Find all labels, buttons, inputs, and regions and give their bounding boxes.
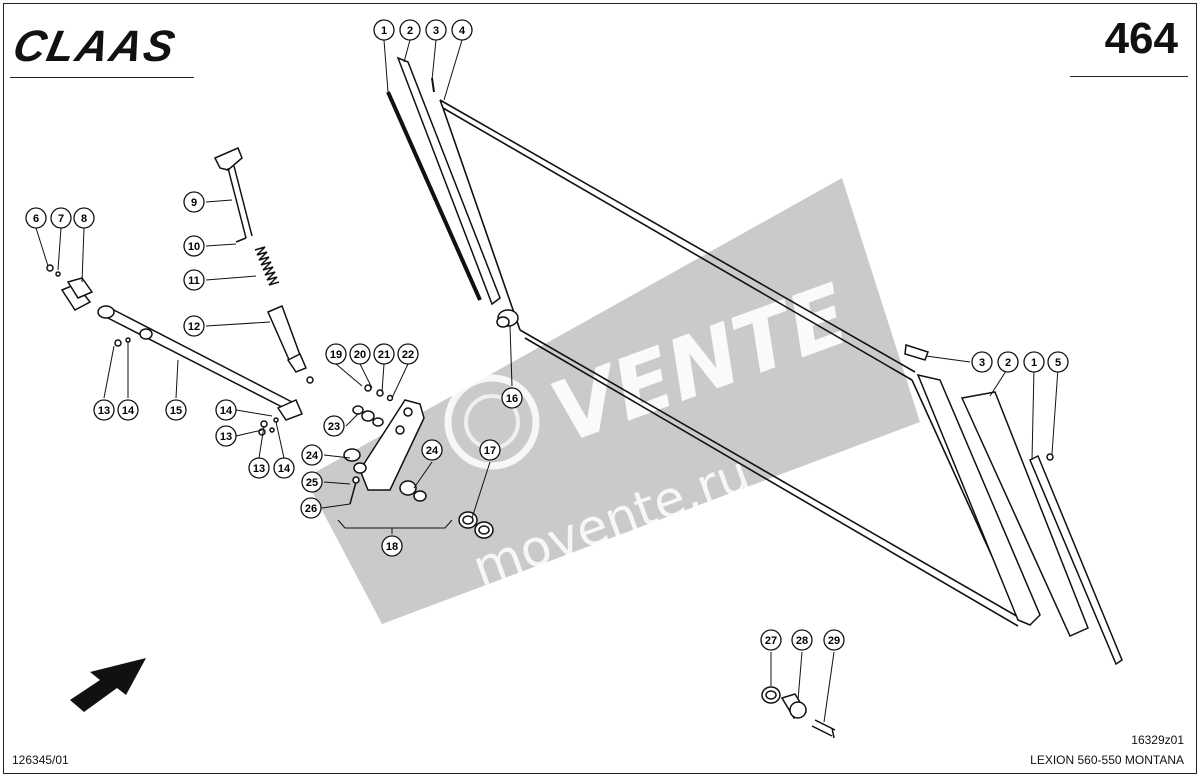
svg-text:5: 5 — [1055, 357, 1061, 369]
callout-13: 13 — [215, 425, 237, 447]
svg-text:24: 24 — [426, 445, 439, 457]
callout-24: 24 — [301, 444, 323, 466]
callout-21: 21 — [373, 343, 395, 365]
callout-14: 14 — [215, 399, 237, 421]
page-number: 464 — [1104, 14, 1178, 63]
callout-24: 24 — [421, 439, 443, 461]
shaft-15 — [46, 264, 303, 436]
callout-3-top: 3 — [425, 19, 447, 41]
callout-2: 2 — [997, 351, 1019, 373]
svg-text:22: 22 — [402, 349, 414, 361]
callout-14: 14 — [273, 457, 295, 479]
svg-text:14: 14 — [220, 405, 233, 417]
svg-text:3: 3 — [433, 25, 439, 37]
bolt-set-27-29 — [761, 686, 836, 739]
svg-text:14: 14 — [122, 405, 135, 417]
direction-arrow — [70, 658, 146, 712]
callout-25: 25 — [301, 471, 323, 493]
svg-text:16: 16 — [506, 393, 518, 405]
callout-13: 13 — [248, 457, 270, 479]
svg-text:13: 13 — [98, 405, 110, 417]
callout-5: 5 — [1047, 351, 1069, 373]
svg-text:10: 10 — [188, 241, 200, 253]
callout-1-top: 1 — [373, 19, 395, 41]
callout-26: 26 — [300, 497, 322, 519]
callout-9: 9 — [183, 191, 205, 213]
svg-text:2: 2 — [407, 25, 413, 37]
callout-27: 27 — [760, 629, 782, 651]
svg-text:3: 3 — [979, 357, 985, 369]
svg-text:11: 11 — [188, 275, 200, 287]
callout-3: 3 — [971, 351, 993, 373]
callout-10: 10 — [183, 235, 205, 257]
svg-text:20: 20 — [354, 349, 366, 361]
svg-text:1: 1 — [1031, 357, 1037, 369]
callout-23: 23 — [323, 415, 345, 437]
svg-text:17: 17 — [484, 445, 496, 457]
svg-text:13: 13 — [253, 463, 265, 475]
svg-text:21: 21 — [378, 349, 390, 361]
right-side-strips — [904, 344, 1123, 666]
callout-8: 8 — [73, 207, 95, 229]
svg-text:26: 26 — [305, 503, 317, 515]
document-reference: 126345/01 — [12, 753, 69, 767]
svg-text:14: 14 — [278, 463, 291, 475]
brand-underline — [10, 77, 194, 78]
lever-assembly — [213, 147, 314, 384]
callout-20: 20 — [349, 343, 371, 365]
callout-4-top: 4 — [451, 19, 473, 41]
bracket-assembly-18 — [343, 384, 494, 539]
machine-model: LEXION 560-550 MONTANA — [1030, 753, 1184, 767]
bearing-bush-16 — [496, 309, 519, 328]
watermark: VENTE movente.ru — [305, 178, 920, 624]
svg-text:8: 8 — [81, 213, 87, 225]
svg-text:7: 7 — [58, 213, 64, 225]
callout-19: 19 — [325, 343, 347, 365]
svg-text:27: 27 — [765, 635, 777, 647]
callout-1: 1 — [1023, 351, 1045, 373]
callout-12: 12 — [183, 315, 205, 337]
callout-22: 22 — [397, 343, 419, 365]
svg-text:24: 24 — [306, 450, 319, 462]
left-seal-strips — [386, 56, 501, 306]
callout-11: 11 — [183, 269, 205, 291]
callout-6: 6 — [25, 207, 47, 229]
svg-text:15: 15 — [170, 405, 182, 417]
svg-text:25: 25 — [306, 477, 318, 489]
svg-text:19: 19 — [330, 349, 342, 361]
svg-text:9: 9 — [191, 197, 197, 209]
callout-16: 16 — [501, 387, 523, 409]
callout-15: 15 — [165, 399, 187, 421]
callout-17: 17 — [479, 439, 501, 461]
svg-text:28: 28 — [796, 635, 808, 647]
svg-text:2: 2 — [1005, 357, 1011, 369]
leader-lines — [35, 39, 1059, 723]
callout-29: 29 — [823, 629, 845, 651]
page-number-underline — [1070, 76, 1188, 77]
callout-14: 14 — [117, 399, 139, 421]
svg-text:13: 13 — [220, 431, 232, 443]
figure-code: 16329z01 — [1131, 733, 1184, 747]
svg-text:6: 6 — [33, 213, 39, 225]
callout-28: 28 — [791, 629, 813, 651]
svg-text:18: 18 — [386, 541, 398, 553]
callout-7: 7 — [50, 207, 72, 229]
svg-text:12: 12 — [188, 321, 200, 333]
svg-text:23: 23 — [328, 421, 340, 433]
callout-2-top: 2 — [399, 19, 421, 41]
callout-18: 18 — [381, 535, 403, 557]
svg-text:1: 1 — [381, 25, 387, 37]
svg-text:29: 29 — [828, 635, 840, 647]
svg-text:4: 4 — [459, 25, 466, 37]
callout-13: 13 — [93, 399, 115, 421]
callouts: 1 2 3 4 6 7 8 9 10 11 12 13 14 15 14 13 … — [25, 19, 1069, 651]
